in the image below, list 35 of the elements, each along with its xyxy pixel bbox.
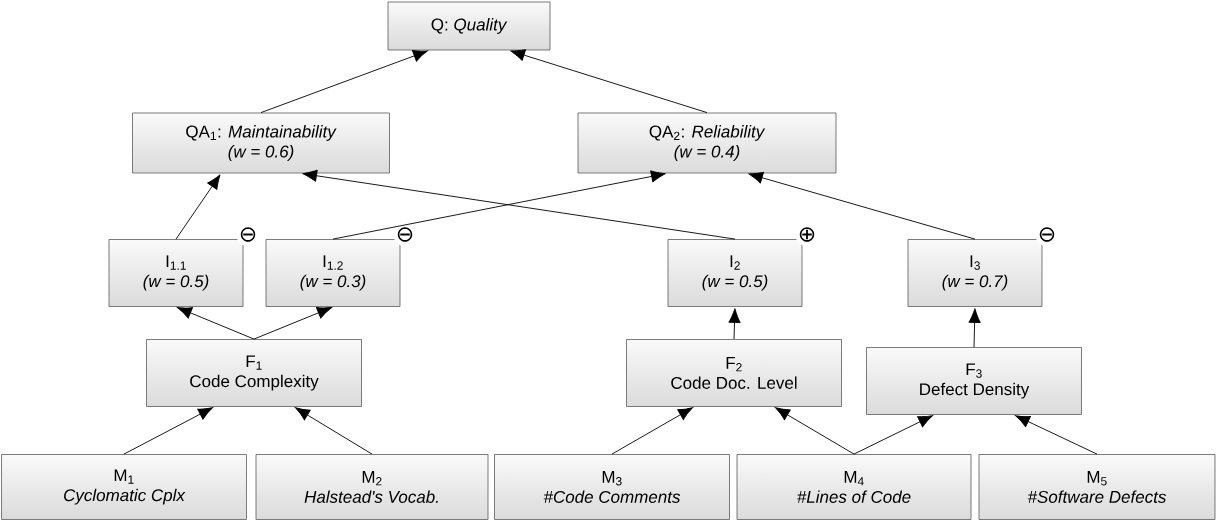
metric-box: M$_{4}$ #Lines of Code — [736, 454, 972, 520]
metric-box: I$_{3}$ (w = 0.7) — [907, 239, 1043, 307]
polarity-sign: ⊖ — [393, 222, 417, 247]
metric-box: F$_{2}$ Code Doc. Level — [626, 339, 842, 407]
metric-box: M$_{3}$ #Code Comments — [494, 454, 730, 520]
polarity-sign: ⊖ — [1035, 222, 1059, 247]
polarity-sign: ⊕ — [795, 222, 819, 247]
arrow — [611, 407, 693, 455]
metric-box: QA$_{2}$: Reliability (w = 0.4) — [577, 112, 837, 174]
arrow — [123, 407, 213, 455]
metric-box: Q: Quality — [387, 1, 551, 51]
arrow — [775, 407, 855, 455]
arrow — [968, 308, 981, 348]
metric-box: M$_{5}$ #Software Defects — [978, 454, 1216, 520]
arrow — [253, 307, 332, 340]
arrow — [175, 174, 221, 240]
metric-box: F$_{1}$ Code Complexity — [146, 339, 362, 407]
arrow — [748, 171, 976, 240]
polarity-sign: ⊖ — [236, 222, 260, 247]
metric-box: I$_{2}$ (w = 0.5) — [667, 239, 803, 307]
arrow — [728, 308, 741, 340]
arrow — [332, 170, 666, 240]
metric-box: M$_{2}$ Halstead's Vocab. — [255, 454, 489, 520]
metric-box: F$_{3}$ Defect Density — [866, 347, 1082, 415]
arrow — [510, 49, 708, 114]
arrow — [853, 415, 933, 455]
arrow — [260, 50, 428, 114]
arrow — [177, 307, 255, 340]
metric-box: I$_{1.1}$ (w = 0.5) — [108, 239, 244, 307]
metric-box: QA$_{1}$: Maintainability (w = 0.6) — [132, 112, 390, 174]
arrow — [295, 407, 373, 455]
arrow — [302, 169, 736, 240]
metric-box: M$_{1}$ Cyclomatic Cplx — [1, 454, 247, 520]
arrow — [1015, 415, 1098, 455]
metric-box: I$_{1.2}$ (w = 0.3) — [265, 239, 401, 307]
